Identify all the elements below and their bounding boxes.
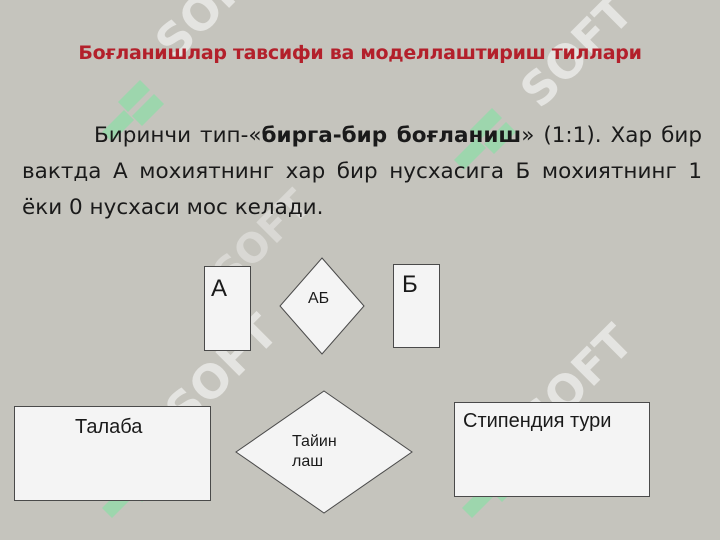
relation-assignment-line2: лаш: [292, 453, 324, 470]
relation-assignment-line1: Тайин: [292, 433, 337, 450]
entity-student-box: Талаба: [14, 406, 211, 501]
slide-title: Боғланишлар тавсифи ва моделлаштириш тил…: [78, 42, 642, 64]
entity-b-label: Б: [402, 271, 418, 298]
body-paragraph: Биринчи тип-«бирга-бир боғланиш» (1:1). …: [22, 118, 702, 226]
entity-a-box: А: [204, 266, 251, 351]
entity-a-label: А: [211, 275, 228, 302]
entity-scholarship-type-box: Стипендия тури: [454, 402, 650, 497]
body-text-bold: бирга-бир боғланиш: [261, 123, 522, 148]
body-text-part2: » (1:1). Хар бир вактда А мохиятнинг хар…: [22, 123, 702, 220]
entity-student-label: Талаба: [75, 416, 143, 438]
relation-ab-diamond: [279, 257, 365, 355]
relation-ab-label: АБ: [308, 290, 330, 307]
entity-b-box: Б: [393, 264, 440, 348]
relation-assignment-label: Тайин лаш: [292, 432, 337, 472]
relation-assignment-diamond: [235, 390, 413, 514]
body-text-part1: Биринчи тип-«: [94, 123, 262, 148]
entity-scholarship-type-label: Стипендия тури: [463, 410, 612, 432]
